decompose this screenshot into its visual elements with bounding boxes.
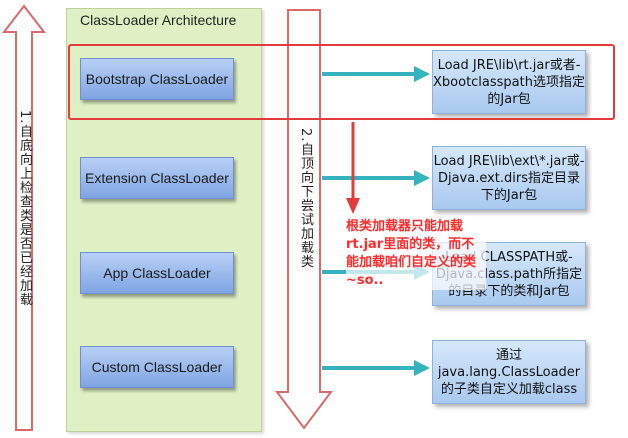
panel-title: ClassLoader Architecture bbox=[80, 12, 237, 28]
extension-classloader-box: Extension ClassLoader bbox=[80, 157, 234, 199]
extension-description: Load JRE\lib\ext\*.jar或-Djava.ext.dirs指定… bbox=[432, 146, 586, 210]
custom-classloader-box: Custom ClassLoader bbox=[80, 346, 234, 388]
bootstrap-description: Load JRE\lib\rt.jar或者-Xbootclasspath选项指定… bbox=[432, 50, 586, 114]
bootstrap-highlight bbox=[68, 44, 615, 120]
custom-description: 通过java.lang.ClassLoader的子类自定义加载class bbox=[432, 340, 586, 404]
top-down-label: 2.自顶向下尝试加载类 bbox=[298, 128, 313, 269]
top-down-arrow bbox=[275, 9, 333, 430]
bootstrap-classloader-box: Bootstrap ClassLoader bbox=[80, 58, 234, 100]
connector-custom bbox=[322, 366, 414, 370]
bottom-up-label: 1.自底向上检查类是否已经加载 bbox=[17, 110, 32, 307]
app-classloader-box: App ClassLoader bbox=[80, 252, 234, 294]
connector-bootstrap bbox=[322, 72, 414, 76]
annotation-note: 根类加载器只能加载rt.jar里面的类，而不能加载咱们自定义的类~so.. bbox=[346, 218, 486, 290]
connector-extension bbox=[322, 176, 414, 180]
bottom-up-arrow bbox=[1, 4, 47, 431]
